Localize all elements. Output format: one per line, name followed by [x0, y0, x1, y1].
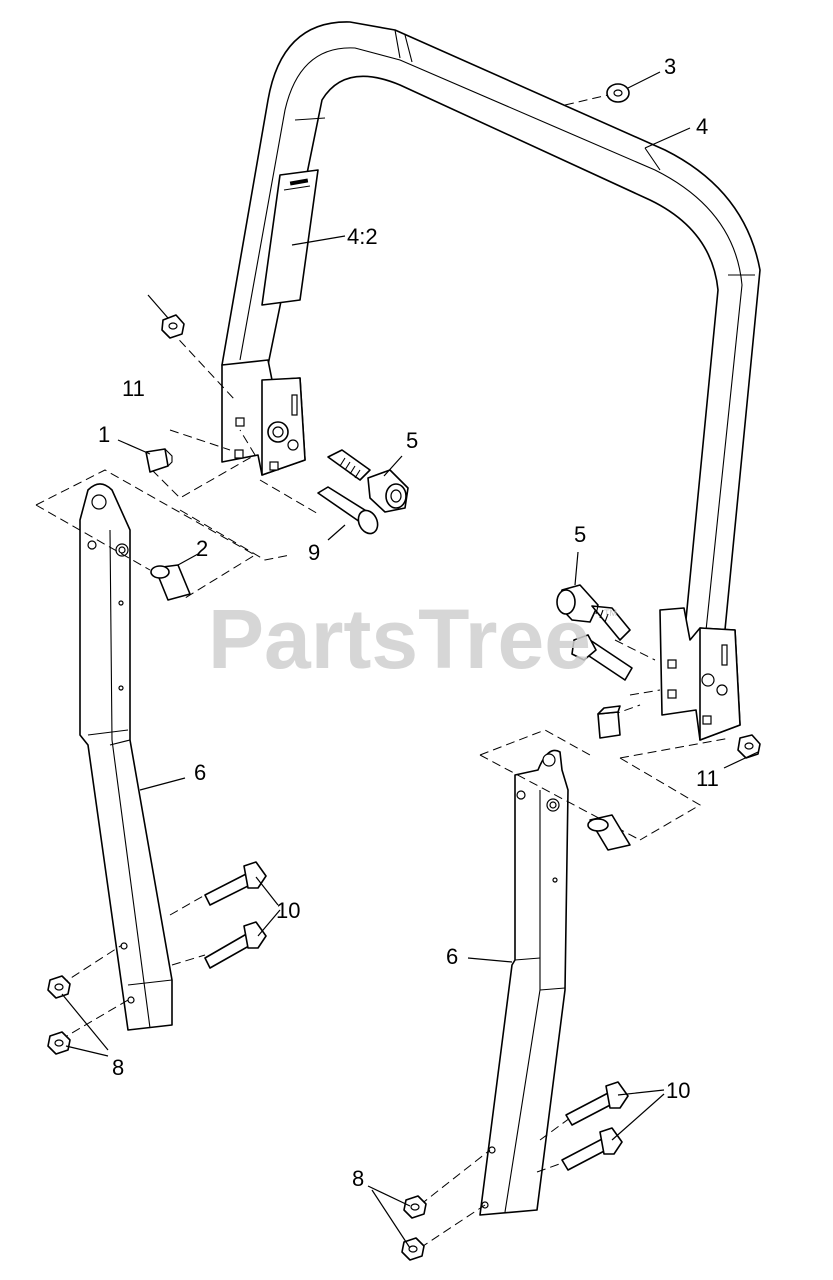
bolt-left-upper: [204, 861, 267, 906]
watermark-trademark: TM: [604, 608, 617, 618]
callout-11-left: 11: [122, 376, 145, 401]
bolt-left-lower: [204, 921, 267, 969]
callout-8-right: 8: [352, 1166, 364, 1191]
pin-assembly-right: [556, 584, 631, 641]
watermark: PartsTree: [208, 592, 591, 686]
locknut-top: [606, 83, 630, 103]
callout-3: 3: [664, 54, 676, 79]
callout-4-2: 4:2: [347, 224, 378, 249]
callout-1: 1: [98, 422, 110, 447]
bracket-slot: [291, 394, 298, 416]
callout-9: 9: [308, 540, 320, 565]
flange-nut-left: [161, 314, 185, 339]
flange-nut-right-upper: [403, 1195, 427, 1219]
callout-2: 2: [196, 536, 208, 561]
callout-8-left: 8: [112, 1055, 124, 1080]
callout-6-right: 6: [446, 944, 458, 969]
rollbar-hoop: [221, 21, 761, 641]
left-lower-post: [79, 483, 173, 1031]
callout-4: 4: [696, 114, 708, 139]
right-lower-post: [479, 749, 569, 1216]
decal: [261, 169, 319, 306]
callouts: 3 4 4:2 11 1 5 9 2 5 6 11 10 6 8 10 8: [98, 54, 719, 1191]
bolt-right-bracket: [571, 634, 633, 681]
leader-lines: [61, 71, 759, 1249]
callout-10-right: 10: [666, 1078, 690, 1103]
bolt-right-upper: [565, 1081, 629, 1126]
callout-10-left: 10: [276, 898, 300, 923]
left-pivot-bracket: [221, 359, 306, 476]
callout-6-left: 6: [194, 760, 206, 785]
flange-nut-right: [737, 734, 761, 759]
spacer-left: [150, 564, 191, 601]
knob-left: [145, 448, 173, 473]
pin-assembly-left: [267, 421, 409, 513]
callout-5-left: 5: [406, 428, 418, 453]
bolt-right-lower: [561, 1127, 623, 1171]
knob-right: [597, 705, 621, 739]
callout-11-right: 11: [696, 766, 719, 791]
flange-nut-left-upper: [47, 975, 71, 999]
assembly-lines: [35, 94, 731, 1249]
spacer-right: [587, 814, 631, 851]
callout-5-right: 5: [574, 522, 586, 547]
clevis-pin: [317, 486, 379, 535]
right-pivot-bracket: [659, 607, 741, 741]
flange-nut-left-lower: [47, 1031, 71, 1055]
